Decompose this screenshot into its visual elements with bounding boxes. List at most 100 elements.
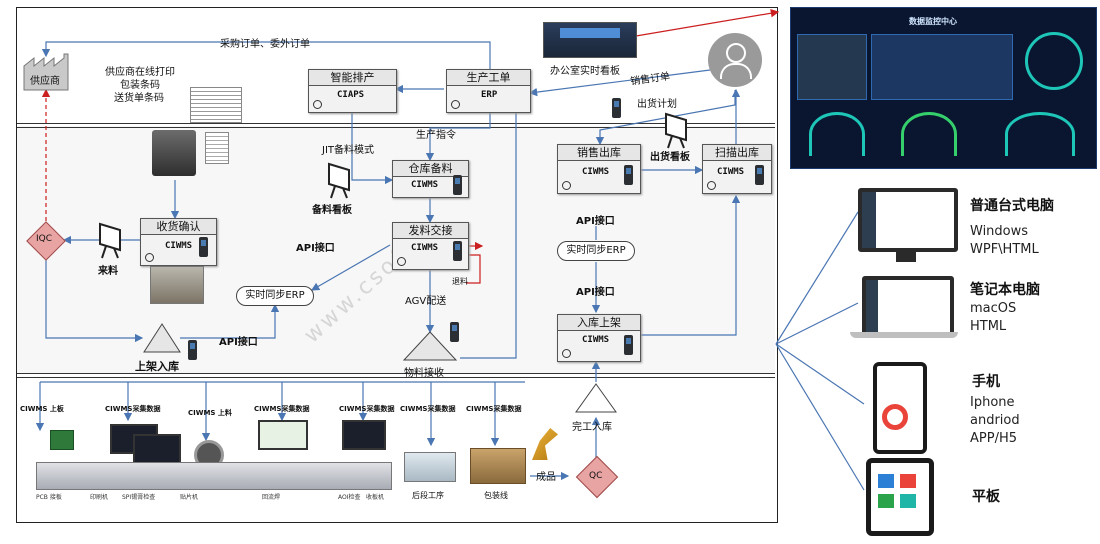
scan-out-box[interactable]: 扫描出库 CIWMS <box>702 144 772 194</box>
desktop-desc-2: WPF\HTML <box>970 242 1039 257</box>
receiving-photo <box>150 266 204 304</box>
finished-goods-label: 成品 <box>536 472 556 483</box>
dashboard-gauge <box>809 112 865 156</box>
cycle-icon <box>397 257 406 266</box>
material-receipt-label: 物料接收 <box>404 368 444 379</box>
office-board-label: 办公室实时看板 <box>550 66 620 77</box>
receiving-system: CIWMS <box>165 241 193 251</box>
workbench-icon <box>404 452 456 482</box>
line-label-3: CIWMS 上料 <box>188 409 232 417</box>
laptop-desc-1: macOS <box>970 301 1017 316</box>
user-avatar-icon[interactable] <box>708 33 762 87</box>
machine-label-7: 收板机 <box>366 494 385 501</box>
smart-scheduling-title: 智能排产 <box>309 70 396 86</box>
stock-in-box[interactable]: 入库上架 CIWMS <box>557 314 641 362</box>
sync-erp-left: 实时同步ERP <box>236 286 314 306</box>
factory-icon <box>23 53 69 91</box>
cycle-icon <box>562 349 571 358</box>
scanner-icon <box>199 237 208 257</box>
supplier-print-line-1: 供应商在线打印 <box>105 67 175 78</box>
completion-stock-label: 完工入库 <box>572 422 612 433</box>
shipping-plan-label: 出货计划 <box>637 99 677 110</box>
scanner-icon <box>624 165 633 185</box>
machine-label-2: 印刷机 <box>90 494 109 501</box>
supplier-print-line-3: 送货单条码 <box>114 93 164 104</box>
return-label: 退料 <box>452 277 468 286</box>
sales-out-box[interactable]: 销售出库 CIWMS <box>557 144 641 194</box>
laptop-title: 笔记本电脑 <box>970 282 1040 298</box>
prep-board-icon <box>328 162 350 199</box>
barcode-printer-icon <box>152 130 196 176</box>
packaging-line-label: 包装线 <box>484 491 508 500</box>
sales-out-title: 销售出库 <box>558 145 640 161</box>
dispatch-system: CIWMS <box>411 243 439 253</box>
machine-label-5: 回流焊 <box>262 494 281 501</box>
document-icon <box>190 87 242 123</box>
post-process-label: 后段工序 <box>412 491 444 500</box>
monitor-icon <box>258 420 308 450</box>
band-divider-bottom <box>17 373 775 378</box>
purchase-order-label: 采购订单、委外订单 <box>220 39 310 50</box>
line-label-4: CIWMS采集数据 <box>254 405 310 413</box>
terminal-icon <box>612 98 621 118</box>
line-label-1: CIWMS 上板 <box>20 405 64 413</box>
iqc-label: IQC <box>36 234 53 244</box>
scanner-icon <box>453 241 462 261</box>
desktop-desc-1: Windows <box>970 224 1029 239</box>
incoming-board-icon <box>99 222 121 259</box>
line-label-5: CIWMS采集数据 <box>339 405 395 413</box>
agv-label: AGV配送 <box>405 296 447 307</box>
shipping-board-label: 出货看板 <box>650 152 690 163</box>
dashboard-floorplan <box>871 34 1013 100</box>
material-receipt-triangle <box>402 331 458 361</box>
api-label-3: API接口 <box>576 216 615 227</box>
dashboard-screenshot: 数据监控中心 <box>790 7 1097 169</box>
qc-label: QC <box>589 471 603 481</box>
warehouse-prep-system: CIWMS <box>411 180 439 190</box>
dispatch-title: 发料交接 <box>393 223 468 239</box>
api-label-1: API接口 <box>296 243 335 254</box>
machine-label-3: SPI锡膏检查 <box>122 494 156 501</box>
jit-mode-label: JIT备料模式 <box>322 145 375 156</box>
warehouse-prep-title: 仓库备料 <box>393 161 468 177</box>
line-label-6: CIWMS采集数据 <box>400 405 456 413</box>
receiving-box[interactable]: 收货确认 CIWMS <box>140 218 217 266</box>
line-label-7: CIWMS采集数据 <box>466 405 522 413</box>
dispatch-box[interactable]: 发料交接 CIWMS <box>392 222 469 270</box>
smart-scheduling-box[interactable]: 智能排产 CIAPS <box>308 69 397 113</box>
production-order-box[interactable]: 生产工单 ERP <box>446 69 531 113</box>
cycle-icon <box>707 181 716 190</box>
dashboard-gauge <box>1005 112 1075 156</box>
scanner-icon <box>755 165 764 185</box>
phone-desc-3: APP/H5 <box>970 431 1017 446</box>
scan-out-title: 扫描出库 <box>703 145 771 161</box>
phone-desc-2: andriod <box>970 413 1020 428</box>
shelving-label: 上架入库 <box>135 360 179 373</box>
api-label-2: API接口 <box>219 337 258 348</box>
production-order-system: ERP <box>481 90 498 100</box>
dashboard-title: 数据监控中心 <box>909 17 957 26</box>
pcb-board-icon <box>50 430 74 450</box>
band-divider-top <box>17 123 775 128</box>
phone-title: 手机 <box>972 374 1000 390</box>
supplier-label: 供应商 <box>30 76 60 87</box>
sales-out-system: CIWMS <box>582 167 610 177</box>
laptop-icon <box>862 276 954 336</box>
cycle-icon <box>145 253 154 262</box>
packaging-icon <box>470 448 526 484</box>
dashboard-video-panel <box>797 34 867 100</box>
dashboard-gauge <box>1025 32 1083 90</box>
stock-in-system: CIWMS <box>582 335 610 345</box>
production-instruction-label: 生产指令 <box>416 130 456 141</box>
monitor-icon <box>133 434 181 464</box>
monitor-icon <box>342 420 386 450</box>
label-sheet-icon <box>205 132 229 164</box>
handheld-scanner-icon <box>188 340 197 360</box>
machine-label-6: AOI检查 <box>338 494 361 501</box>
cycle-icon <box>451 100 460 109</box>
prep-board-label: 备料看板 <box>312 205 352 216</box>
api-label-4: API接口 <box>576 287 615 298</box>
warehouse-prep-box[interactable]: 仓库备料 CIWMS <box>392 160 469 198</box>
desktop-monitor-icon <box>858 188 958 252</box>
